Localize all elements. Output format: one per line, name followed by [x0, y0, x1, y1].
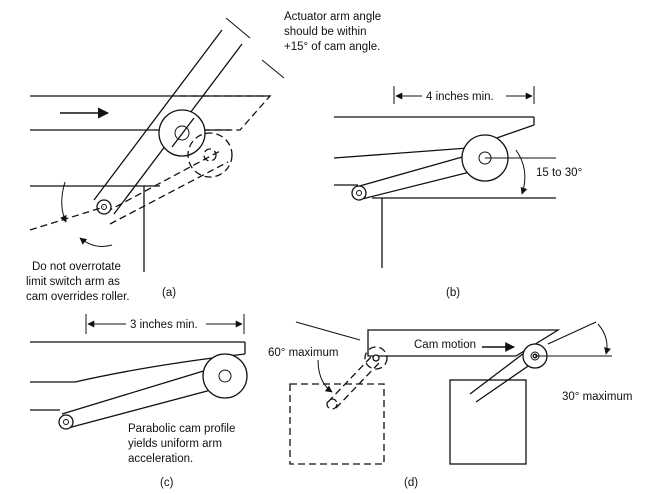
pivot — [351, 185, 367, 201]
angle-15-to-30: 15 to 30° — [536, 167, 582, 179]
panel-b: 4 inches min. 15 to 30° (b) — [333, 86, 582, 299]
roller — [202, 353, 248, 399]
note-actuator-angle-1: Actuator arm angle — [284, 11, 381, 23]
dimension-4-inches: 4 inches min. — [426, 91, 494, 103]
note-overrotate-2: limit switch arm as — [26, 276, 120, 288]
switch-body-dashed — [289, 383, 385, 465]
panel-label-a: (a) — [162, 287, 176, 299]
panel-label-c: (c) — [160, 477, 174, 489]
note-overrotate-1: Do not overrotate — [32, 261, 121, 273]
panel-a: Actuator arm angle should be within +15°… — [26, 11, 381, 303]
cam-motion-label: Cam motion — [414, 339, 476, 351]
roller-dashed — [364, 346, 388, 370]
panel-c: 3 inches min. Parabolic cam profile yiel… — [30, 314, 248, 489]
note-actuator-angle-2: should be within — [284, 26, 366, 38]
note-parabolic-1: Parabolic cam profile — [128, 423, 235, 435]
switch-body — [449, 379, 527, 465]
cam — [367, 329, 561, 357]
pivot — [58, 414, 74, 430]
dimension-3-inches: 3 inches min. — [130, 319, 198, 331]
panel-label-d: (d) — [404, 477, 418, 489]
angle-30-max: 30° maximum — [562, 391, 632, 403]
panel-d: Cam motion 60° maximum 30° maximum (d) — [268, 321, 632, 489]
roller-hub — [174, 125, 190, 141]
note-parabolic-3: acceleration. — [128, 453, 193, 465]
angle-60-max: 60° maximum — [268, 347, 338, 359]
panel-label-b: (b) — [446, 287, 460, 299]
note-parabolic-2: yields uniform arm — [128, 438, 222, 450]
note-actuator-angle-3: +15° of cam angle. — [284, 41, 380, 53]
note-overrotate-3: cam overrides roller. — [26, 291, 130, 303]
roller-overrotated — [187, 132, 233, 178]
